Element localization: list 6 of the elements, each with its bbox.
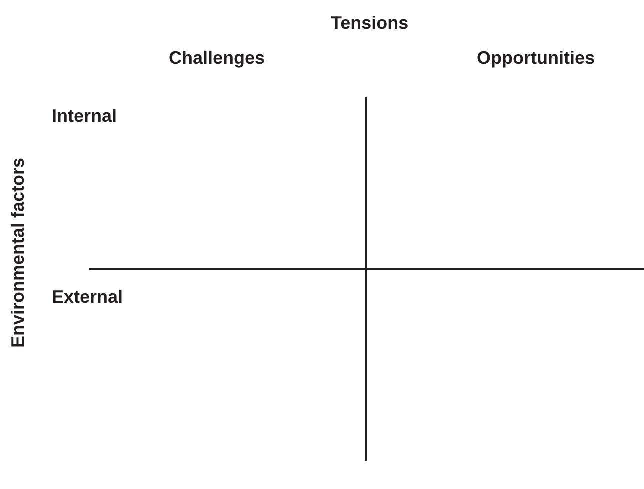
row-axis-heading: Environmental factors [9, 158, 28, 348]
row-heading: External [52, 288, 124, 306]
column-axis-heading: Tensions [331, 14, 409, 32]
row-heading: Internal [52, 107, 118, 125]
column-heading: Opportunities [477, 49, 595, 67]
column-heading: Challenges [169, 49, 266, 67]
